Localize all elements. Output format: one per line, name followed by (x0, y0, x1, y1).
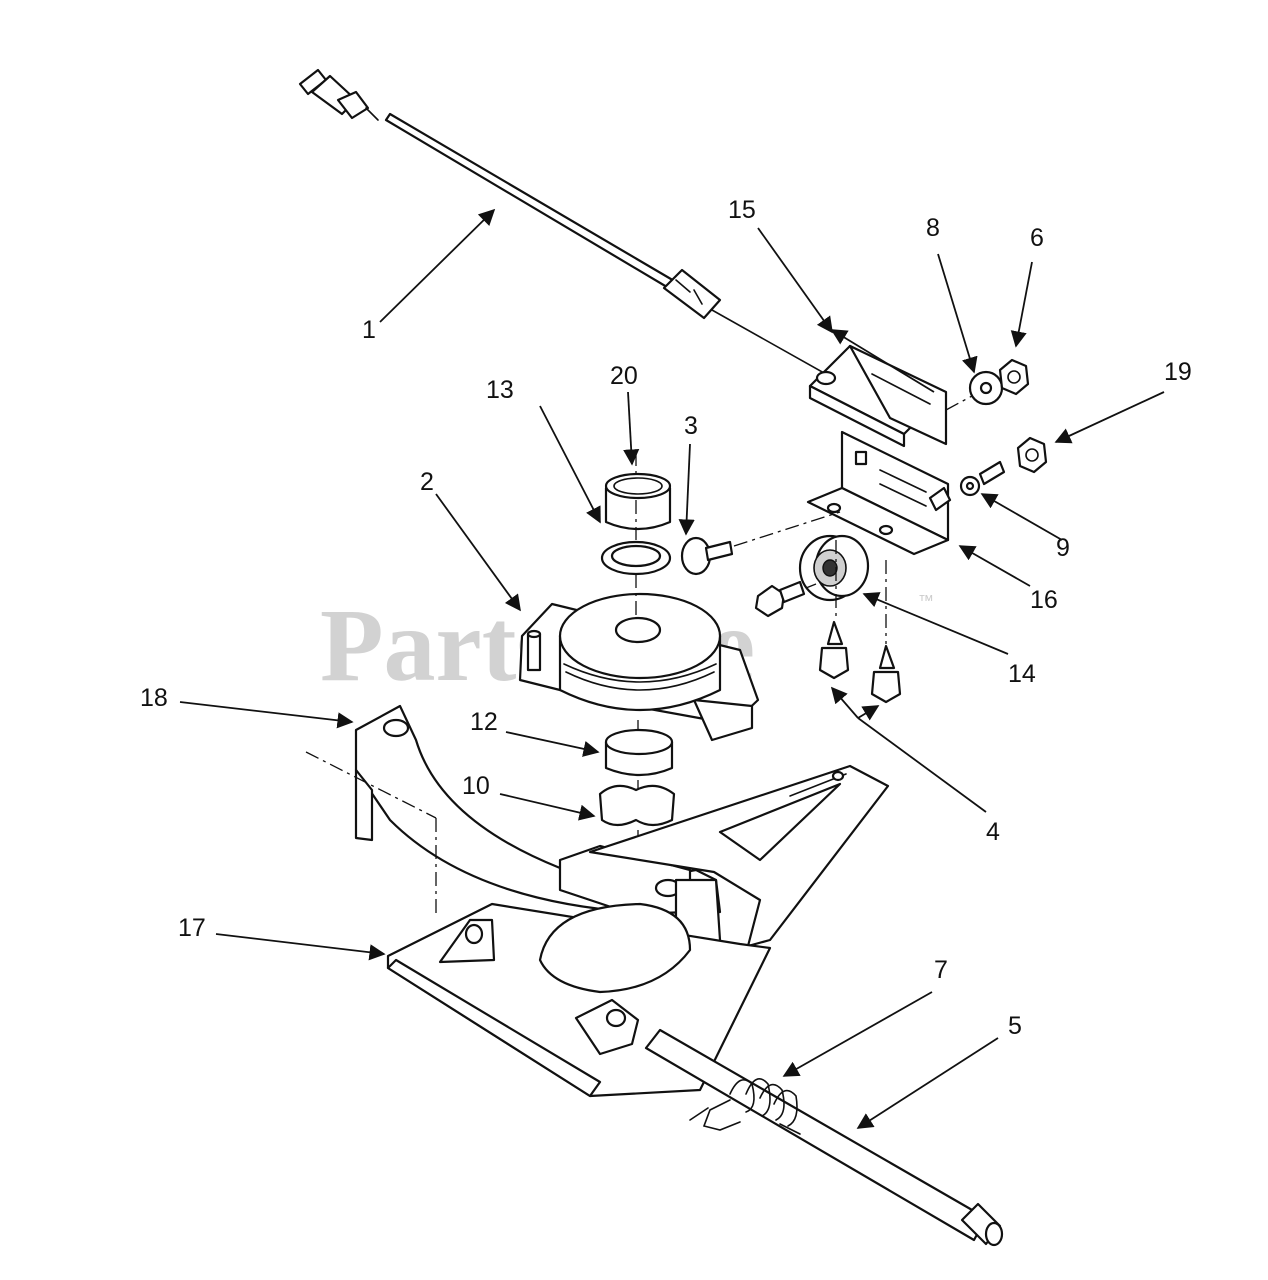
callout-10: 10 (462, 772, 490, 800)
callout-7: 7 (934, 956, 948, 984)
part-main-pulley-2 (518, 592, 760, 742)
callout-14: 14 (1008, 660, 1036, 688)
part-rivet-3 (680, 536, 734, 576)
part-rod-5 (644, 1028, 1004, 1247)
callout-13: 13 (486, 376, 514, 404)
part-bushing-12 (604, 728, 674, 777)
part-lower-bracket (806, 430, 952, 556)
callout-8: 8 (926, 214, 940, 242)
callout-1: 1 (362, 316, 376, 344)
part-shoulder-bolt (754, 580, 806, 618)
callout-2: 2 (420, 468, 434, 496)
part-idler-pulley-14 (798, 534, 870, 602)
callout-4: 4 (986, 818, 1000, 846)
callout-labels: 1 2 3 4 5 6 7 8 9 10 12 13 14 15 16 17 1… (140, 196, 1192, 1040)
part-triangular-lever (588, 764, 890, 948)
callout-6: 6 (1030, 224, 1044, 252)
part-nut-6 (998, 358, 1030, 396)
callout-16: 16 (1030, 586, 1058, 614)
part-upper-bracket (808, 344, 948, 448)
part-spacer-10 (598, 784, 676, 827)
watermark-trademark: ™ (918, 593, 934, 610)
part-ring-13 (600, 540, 672, 576)
callout-3: 3 (684, 412, 698, 440)
callout-17: 17 (178, 914, 206, 942)
part-bushing-20 (604, 472, 672, 531)
part-spring-7 (689, 1078, 801, 1135)
part-cable (298, 68, 841, 383)
callout-15: 15 (728, 196, 756, 224)
part-nut-19 (1016, 436, 1048, 474)
callout-5: 5 (1008, 1012, 1022, 1040)
callout-9: 9 (1056, 534, 1070, 562)
callout-20: 20 (610, 362, 638, 390)
part-bolt-washer-9 (959, 460, 1006, 497)
leader-lines (179, 208, 1165, 1129)
callout-19: 19 (1164, 358, 1192, 386)
part-bolts-4 (818, 620, 902, 704)
callout-18: 18 (140, 684, 168, 712)
part-washer-8 (968, 370, 1004, 406)
callout-12: 12 (470, 708, 498, 736)
